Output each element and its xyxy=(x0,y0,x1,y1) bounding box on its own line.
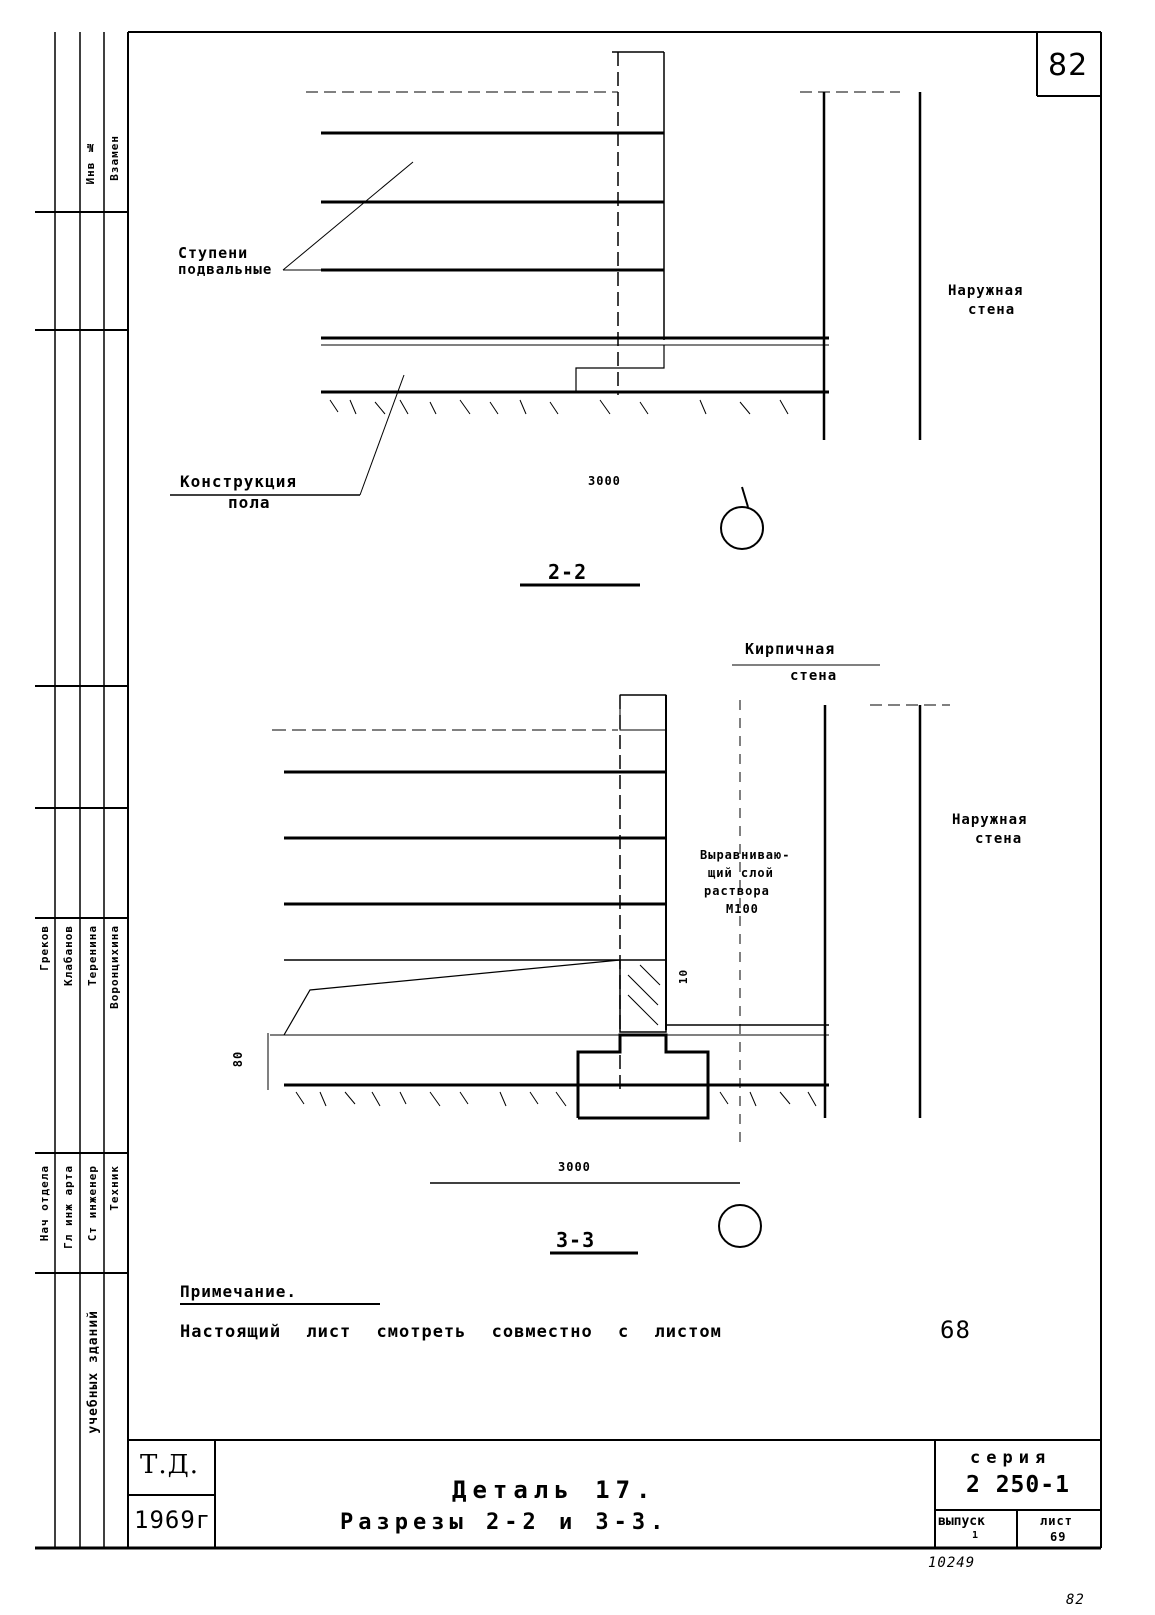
label-leveling-3: раствора xyxy=(704,884,770,898)
sheet-label: лист xyxy=(1040,1514,1073,1528)
stamp-role-2: Гл инж арта xyxy=(62,1165,75,1249)
label-steps-2: подвальные xyxy=(178,262,273,278)
section-2-dimension: 3000 xyxy=(588,474,621,488)
section-3-title: 3-3 xyxy=(556,1228,596,1252)
title-block-org: Т.Д. xyxy=(140,1450,200,1480)
label-brick-wall-2: стена xyxy=(790,668,838,684)
section-2-title: 2-2 xyxy=(548,560,588,584)
title-block-title-1: Деталь 17. xyxy=(452,1476,657,1504)
label-outer-wall-2: стена xyxy=(968,302,1016,318)
footer-doc-number: 10249 xyxy=(928,1555,976,1571)
stamp-name-1: Греков xyxy=(38,925,51,971)
title-block-title-2: Разрезы 2-2 и 3-3. xyxy=(340,1510,669,1535)
dim-80: 80 xyxy=(231,1050,246,1068)
stamp-role-1: Нач отдела xyxy=(38,1165,51,1242)
stamp-vzamen: Взамен xyxy=(108,135,121,181)
stamp-role-4: Техник xyxy=(108,1165,121,1211)
label-leveling-2: щий слой xyxy=(708,866,774,880)
stamp-series-name: учебных зданий xyxy=(86,1310,101,1434)
stamp-name-3: Теренина xyxy=(86,925,99,986)
label-outer-wall: Наружная xyxy=(948,283,1024,299)
dim-10: 10 xyxy=(677,968,691,985)
note-text: Настоящий лист смотреть совместно с лист… xyxy=(180,1322,722,1342)
stamp-inv-no: Инв № xyxy=(84,140,97,185)
note-sheet-ref: 68 xyxy=(940,1316,971,1344)
label-leveling-1: Выравниваю- xyxy=(700,848,791,862)
label-outer-wall-s3-2: стена xyxy=(975,831,1023,847)
stamp-name-2: Клабанов xyxy=(62,925,75,986)
sheet-value: 69 xyxy=(1050,1530,1067,1544)
label-floor: Конструкция xyxy=(180,472,297,491)
label-steps: Ступени xyxy=(178,244,249,262)
note-heading: Примечание. xyxy=(180,1282,297,1301)
stamp-name-4: Воронцихина xyxy=(108,925,121,1009)
corner-sheet-number: 82 xyxy=(1048,48,1089,83)
issue-value: 1 xyxy=(972,1530,980,1541)
label-outer-wall-s3: Наружная xyxy=(952,812,1028,828)
series-label: серия xyxy=(970,1448,1052,1468)
label-floor-2: пола xyxy=(228,493,271,512)
label-brick-wall: Кирпичная xyxy=(745,640,836,658)
footer-page-number: 82 xyxy=(1066,1592,1085,1608)
title-block-year: 1969г xyxy=(134,1506,212,1534)
issue-label: выпуск xyxy=(938,1514,985,1529)
stamp-role-3: Ст инженер xyxy=(86,1165,99,1242)
label-leveling-4: М100 xyxy=(726,902,759,916)
section-3-dimension: 3000 xyxy=(558,1160,591,1174)
series-value: 2 250-1 xyxy=(966,1472,1070,1498)
